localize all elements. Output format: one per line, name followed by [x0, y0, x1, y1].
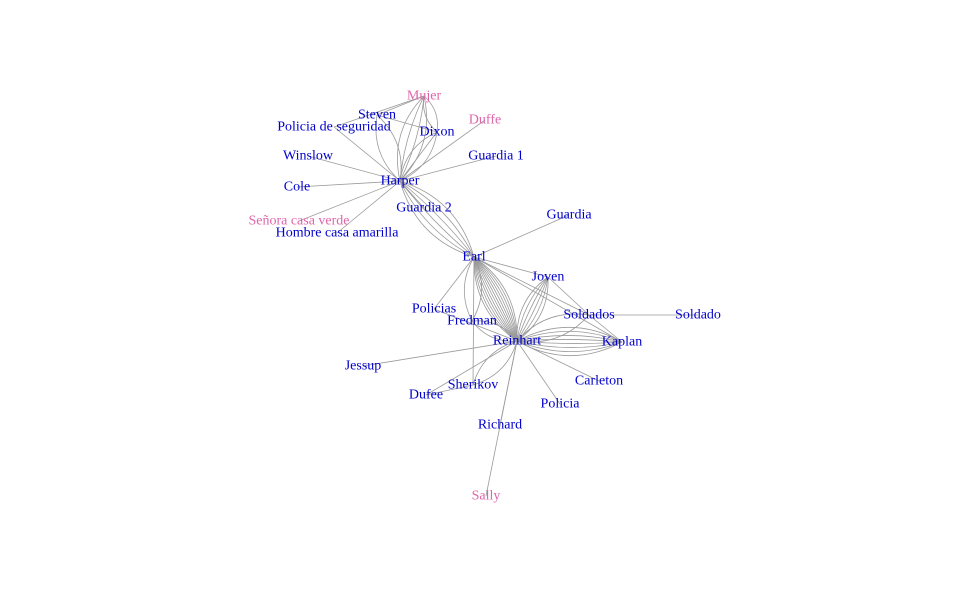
edge-steven-mujer-0: [376, 95, 425, 116]
edge-layer: [296, 95, 698, 497]
edge-earl-reinhart-5: [473, 256, 518, 342]
edge-reinhart-kaplan-0: [516, 326, 623, 343]
node-label-sherikov: Sherikov: [448, 378, 499, 393]
edge-reinhart-richard-0: [499, 340, 518, 426]
edge-soldados-kaplan-0: [588, 314, 623, 343]
node-label-earl: Earl: [462, 250, 485, 265]
node-label-guardia1: Guardia 1: [468, 149, 524, 164]
node-label-policias: Policias: [412, 302, 456, 317]
edge-earl-reinhart-8: [473, 256, 518, 342]
node-label-richard: Richard: [478, 418, 522, 433]
node-label-duffe: Duffe: [469, 113, 501, 128]
node-label-senora: Señora casa verde: [248, 214, 349, 229]
edge-harper-senora-0: [298, 180, 401, 222]
edge-reinhart-joven-1: [516, 276, 549, 342]
edge-harper-duffe-0: [399, 119, 486, 182]
edge-earl-policias-0: [433, 256, 475, 310]
edge-harper-steven-0: [375, 114, 401, 182]
node-label-jessup: Jessup: [345, 359, 382, 374]
edge-sherikov-dufee-0: [425, 384, 474, 396]
edge-earl-reinhart-3: [473, 256, 518, 342]
node-label-fredman: Fredman: [447, 314, 497, 329]
node-label-sally: Sally: [472, 489, 501, 504]
edge-harper-earl-5: [399, 180, 475, 258]
node-label-mujer: Mujer: [407, 89, 442, 104]
edge-joven-soldados-0: [547, 276, 590, 316]
edge-earl-fredman-0: [471, 256, 483, 322]
node-label-reinhart: Reinhart: [493, 334, 541, 349]
edge-earl-reinhart-7: [473, 256, 518, 342]
edge-harper-cole-0: [296, 180, 401, 188]
edge-reinhart-joven-5: [516, 276, 549, 342]
node-label-policia: Policia: [541, 397, 581, 412]
node-label-joven: Joven: [532, 270, 565, 285]
edge-reinhart-fredman-1: [471, 320, 518, 342]
node-label-cole: Cole: [284, 180, 310, 195]
edge-harper-earl-2: [399, 180, 475, 258]
edge-reinhart-joven-2: [516, 276, 549, 342]
edge-earl-reinhart-4: [473, 256, 518, 342]
edge-reinhart-kaplan-1: [516, 331, 623, 343]
edge-earl-soldados-0: [473, 256, 590, 316]
edge-reinhart-jessup-0: [362, 340, 518, 367]
edge-harper-hombre-0: [336, 180, 401, 234]
edge-reinhart-policia-0: [516, 340, 561, 405]
node-label-dixon: Dixon: [420, 125, 455, 140]
edge-earl-fredman-1: [463, 256, 475, 322]
node-label-carleton: Carleton: [575, 374, 623, 389]
edge-reinhart-joven-0: [516, 276, 549, 342]
edge-harper-dixon-0: [399, 131, 438, 182]
node-label-dufee: Dufee: [409, 388, 443, 403]
edge-reinhart-carleton-0: [516, 340, 600, 382]
node-label-winslow: Winslow: [283, 149, 334, 164]
edge-harper-policia-seguridad-0: [333, 126, 401, 182]
edge-policia-seguridad-mujer-0: [333, 95, 425, 128]
edge-earl-kaplan-0: [473, 256, 623, 343]
node-label-guardia2: Guardia 2: [396, 201, 452, 216]
edge-reinhart-kaplan-3: [516, 339, 623, 343]
node-label-harper: Harper: [381, 174, 420, 189]
edge-reinhart-joven-3: [516, 276, 549, 342]
edge-earl-reinhart-1: [473, 256, 518, 342]
edge-earl-joven-0: [473, 256, 549, 278]
edge-harper-steven-1: [376, 114, 402, 182]
edge-dixon-mujer-1: [423, 95, 438, 133]
edge-harper-earl-1: [399, 180, 475, 258]
edge-earl-guardia-0: [473, 214, 570, 258]
node-label-soldados: Soldados: [563, 308, 614, 323]
edge-earl-reinhart-10: [473, 256, 518, 342]
node-label-kaplan: Kaplan: [602, 335, 642, 350]
node-label-policia-seguridad: Policia de seguridad: [277, 120, 391, 135]
node-label-soldado: Soldado: [675, 308, 721, 323]
edge-harper-mujer-3: [399, 95, 427, 182]
node-label-steven: Steven: [358, 108, 396, 123]
edge-reinhart-policias-0: [433, 308, 518, 342]
edge-reinhart-sherikov-0: [472, 340, 518, 386]
edge-reinhart-kaplan-4: [516, 340, 623, 344]
edge-harper-mujer-0: [397, 95, 425, 182]
edge-harper-winslow-0: [307, 155, 401, 182]
edge-reinhart-dufee-0: [425, 340, 518, 396]
edge-harper-dixon-1: [399, 131, 438, 182]
edge-harper-earl-0: [399, 180, 475, 258]
edge-dixon-mujer-0: [423, 95, 438, 133]
edge-harper-earl-4: [399, 180, 475, 258]
edge-harper-earl-3: [399, 180, 475, 258]
node-label-hombre: Hombre casa amarilla: [276, 226, 400, 241]
node-label-guardia: Guardia: [546, 208, 592, 223]
edge-reinhart-kaplan-2: [516, 335, 623, 343]
edge-reinhart-kaplan-5: [516, 340, 623, 348]
edge-reinhart-soldados-0: [516, 313, 590, 342]
edge-harper-dixon-2: [399, 131, 438, 182]
edge-reinhart-kaplan-6: [516, 340, 623, 352]
edge-earl-reinhart-0: [473, 256, 518, 342]
edge-harper-mujer-2: [399, 95, 425, 182]
edge-earl-reinhart-2: [473, 256, 518, 342]
edge-steven-dixon-0: [376, 114, 438, 133]
edge-harper-guardia1-0: [399, 155, 497, 182]
